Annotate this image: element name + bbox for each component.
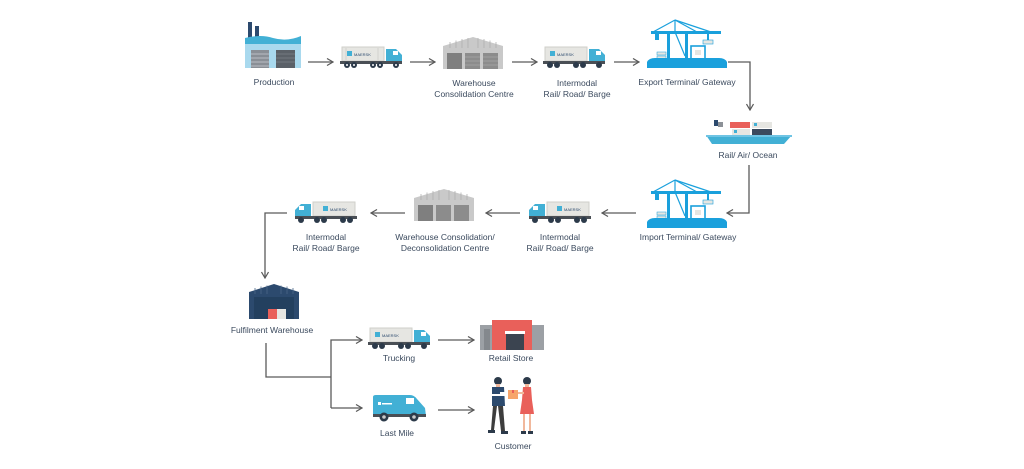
label-trucking: Trucking	[382, 353, 416, 363]
port-crane-icon	[647, 19, 727, 68]
label-fulfilment-warehouse: Fulfilment Warehouse	[230, 325, 314, 335]
label-line: Consolidation Centre	[434, 89, 514, 99]
label-import-terminal: Import Terminal/ Gateway	[639, 232, 737, 242]
warehouse-icon	[443, 37, 503, 69]
label-rail-air-ocean: Rail/ Air/ Ocean	[718, 150, 778, 160]
label-production: Production	[253, 77, 295, 87]
label-line: Rail/ Road/ Barge	[526, 243, 594, 253]
arrow-export-to-ocean	[728, 61, 750, 110]
label-line: Intermodal	[305, 232, 347, 242]
arrow-branch-to-trucking	[330, 340, 362, 408]
brand-text: MAERSK	[564, 207, 581, 212]
port-crane-icon	[647, 179, 727, 228]
label-line: Intermodal	[539, 232, 581, 242]
label-line: Rail/ Road/ Barge	[543, 89, 611, 99]
label-retail-store: Retail Store	[488, 353, 534, 363]
label-line: Rail/ Road/ Barge	[292, 243, 360, 253]
truck-icon: MAERSK	[340, 46, 402, 68]
connector-fulfilment-branch	[265, 343, 331, 378]
warehouse-icon	[414, 189, 474, 221]
retail-store-icon	[480, 320, 544, 350]
brand-text: MAERSK	[330, 207, 347, 212]
container-ship-icon	[706, 120, 792, 144]
label-intermodal-3: Intermodal Rail/ Road/ Barge	[292, 232, 359, 254]
label-line: Deconsolidation Centre	[400, 243, 490, 253]
truck-icon: MAERSK	[543, 46, 605, 68]
arrow-intermodal-to-fulfilment	[265, 212, 287, 278]
label-customer: Customer	[494, 441, 532, 451]
truck-icon: MAERSK	[529, 201, 591, 223]
label-line: Intermodal	[556, 78, 598, 88]
brand-text: MAERSK	[557, 52, 574, 57]
label-last-mile: Last Mile	[379, 428, 415, 438]
label-line: Warehouse Consolidation/	[395, 232, 495, 242]
label-export-terminal: Export Terminal/ Gateway	[638, 77, 736, 87]
label-warehouse-consolidation: Warehouse Consolidation Centre	[434, 78, 513, 100]
fulfilment-warehouse-icon	[249, 284, 299, 319]
label-intermodal-2: Intermodal Rail/ Road/ Barge	[526, 232, 593, 254]
delivery-van-icon	[373, 395, 426, 422]
label-line: Warehouse	[452, 78, 496, 88]
customer-handoff-icon	[488, 377, 534, 434]
factory-icon	[245, 22, 301, 68]
label-intermodal-1: Intermodal Rail/ Road/ Barge	[543, 78, 610, 100]
brand-text: MAERSK	[354, 52, 371, 57]
truck-icon: MAERSK	[295, 201, 357, 223]
truck-icon: MAERSK	[368, 327, 430, 349]
label-warehouse-deconsolidation: Warehouse Consolidation/ Deconsolidation…	[395, 232, 494, 254]
arrow-ocean-to-import	[727, 165, 750, 213]
brand-text: MAERSK	[382, 333, 399, 338]
